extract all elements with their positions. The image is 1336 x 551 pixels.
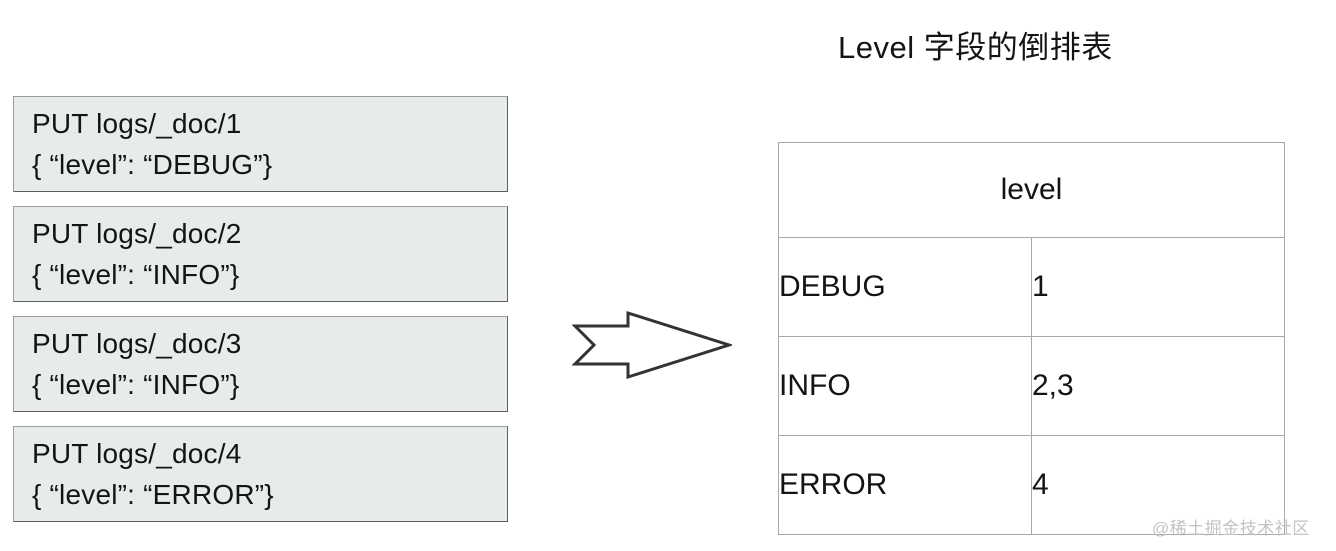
table-row: DEBUG 1 xyxy=(778,237,1285,337)
doc-body-line: { “level”: “INFO”} xyxy=(32,369,240,400)
watermark: @稀土掘金技术社区 xyxy=(1152,519,1310,538)
list-item: PUT logs/_doc/3 { “level”: “INFO”} xyxy=(13,316,508,412)
table-row: ERROR 4 xyxy=(778,435,1285,535)
doc-body-line: { “level”: “ERROR”} xyxy=(32,479,274,510)
list-item: PUT logs/_doc/1 { “level”: “DEBUG”} xyxy=(13,96,508,192)
page-title: Level 字段的倒排表 xyxy=(838,30,1113,65)
doc-request-line: PUT logs/_doc/3 xyxy=(32,328,242,359)
postings-cell: 2,3 xyxy=(1031,336,1285,436)
inverted-index-table: level DEBUG 1 INFO 2,3 ERROR 4 xyxy=(778,142,1285,535)
right-block-arrow-icon xyxy=(571,310,734,380)
table-column-header-level: level xyxy=(778,142,1285,238)
term-cell: INFO xyxy=(778,336,1032,436)
term-cell: DEBUG xyxy=(778,237,1032,337)
doc-request-line: PUT logs/_doc/1 xyxy=(32,108,242,139)
table-row: INFO 2,3 xyxy=(778,336,1285,436)
postings-cell: 4 xyxy=(1031,435,1285,535)
doc-request-line: PUT logs/_doc/4 xyxy=(32,438,242,469)
document-list: PUT logs/_doc/1 { “level”: “DEBUG”} PUT … xyxy=(13,96,508,536)
list-item: PUT logs/_doc/2 { “level”: “INFO”} xyxy=(13,206,508,302)
doc-body-line: { “level”: “DEBUG”} xyxy=(32,149,273,180)
postings-cell: 1 xyxy=(1031,237,1285,337)
term-cell: ERROR xyxy=(778,435,1032,535)
arrow-shape xyxy=(571,310,734,380)
list-item: PUT logs/_doc/4 { “level”: “ERROR”} xyxy=(13,426,508,522)
doc-request-line: PUT logs/_doc/2 xyxy=(32,218,242,249)
table-header-row: level xyxy=(778,142,1285,238)
doc-body-line: { “level”: “INFO”} xyxy=(32,259,240,290)
